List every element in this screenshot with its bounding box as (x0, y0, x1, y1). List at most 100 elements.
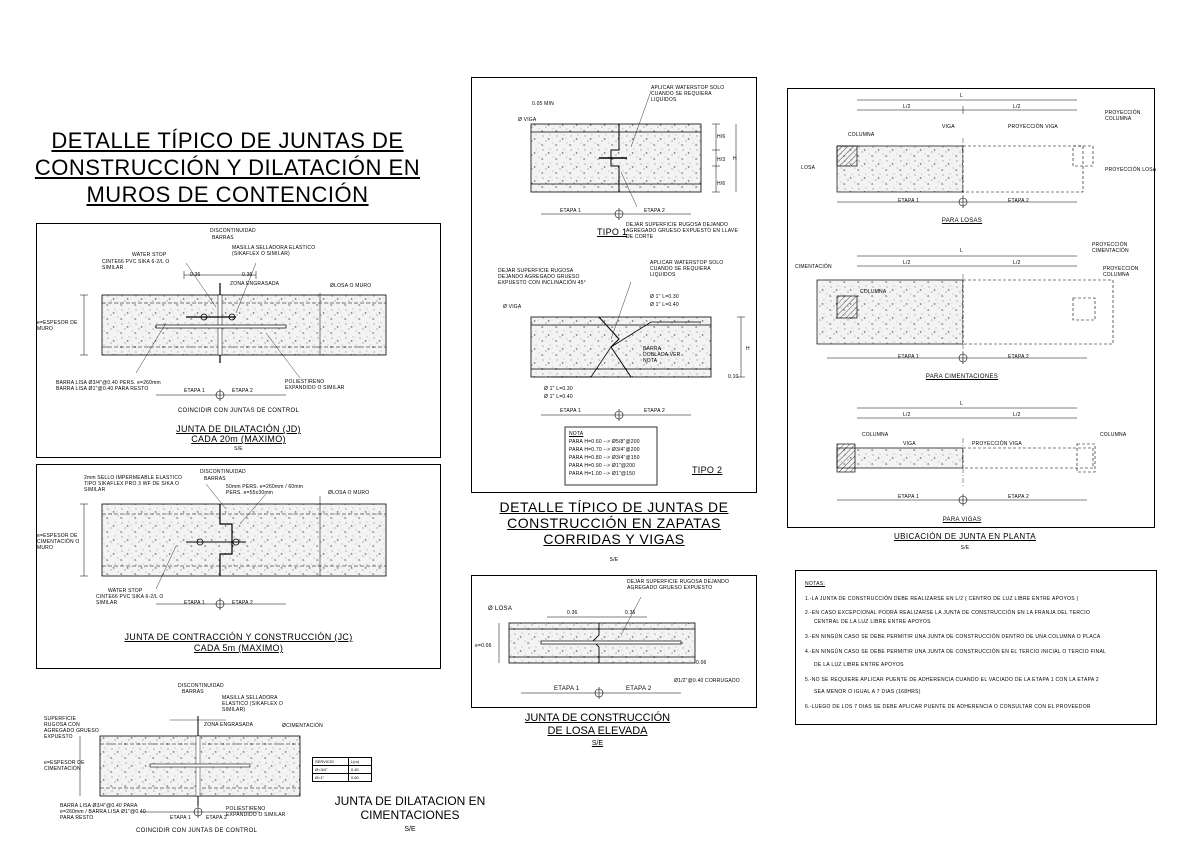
nota-title: NOTA (569, 431, 584, 437)
le-title2: DE LOSA ELEVADA (547, 725, 648, 737)
jc-discontinuidad: DISCONTINUIDAD (200, 469, 246, 475)
notas-line: DE LA LUZ LIBRE ENTRE APOYOS (814, 662, 904, 668)
t2-etapa2: ETAPA 2 (644, 408, 665, 414)
panel-junta-dilatacion (36, 223, 441, 458)
jd-barras-note2: BARRA LISA Ø1"@0.40 PARA RESTO (56, 386, 149, 392)
cim-poliestireno: POLIESTIRENO EXPANDIDO O SIMILAR (226, 806, 286, 818)
losas-losa: LOSA (801, 165, 816, 171)
le-barra: Ø1/2"@0.40 CORRUGADO (674, 678, 740, 684)
jc-losa: ØLOSA O MURO (328, 490, 370, 496)
t1-h6a: H/6 (717, 134, 726, 140)
le-dim2: 0.36 (625, 610, 636, 616)
losas-columna: COLUMNA (848, 132, 875, 138)
losas-caption: PARA LOSAS (941, 218, 983, 224)
cimentaciones-columna: COLUMNA (860, 289, 887, 295)
t2-d4: Ø 1" L=0.40 (544, 394, 573, 400)
panel-junta-contraccion (36, 464, 441, 669)
cim-table-cell: Ø=3/4" (313, 766, 349, 773)
t2-aplicar: APLICAR WATERSTOP SOLO CUANDO SE REQUIER… (650, 260, 724, 278)
cim-table-cell: Ø=1" (313, 774, 349, 781)
jd-etapa2: ETAPA 2 (232, 388, 253, 394)
t2-barra: BARRA DOBLADA VER NOTA (643, 346, 681, 364)
t1-aplicar: APLICAR WATERSTOP SOLO CUANDO SE REQUIER… (651, 85, 725, 103)
jc-dims: 50mm PERS. e=260mm / 60mm PERS. e=55x30m… (226, 484, 304, 496)
notas-line: 6.-LUEGO DE LOS 7 DIAS SE DEBE APLICAR P… (805, 704, 1091, 710)
cimentaciones-etapa2: ETAPA 2 (1008, 354, 1029, 360)
nota-line: PARA H=0.90 --> Ø1"@200 (569, 463, 636, 469)
notas-line: 2.-EN CASO EXCEPCIONAL PODRÁ REALIZARSE … (805, 610, 1091, 616)
cim-table-cell: 0.60 (351, 775, 359, 780)
jd-waterstop-detail: CINTE66 PVC SIKA 6-2/L O SIMILAR (102, 259, 170, 271)
losas-etapa1: ETAPA 1 (898, 198, 919, 204)
le-dejar: DEJAR SUPERFICIE RUGOSA DEJANDO AGREGADO… (627, 579, 730, 591)
cim-title2: CIMENTACIONES (360, 808, 460, 822)
cim-superficie: SUPERFICIE RUGOSA CON AGREGADO GRUESO EX… (44, 716, 99, 740)
vigas-viga: VIGA (903, 441, 916, 447)
t2-caption: TIPO 2 (692, 465, 723, 475)
planta-L2b-1: L/2 (1013, 104, 1021, 110)
jc-barras: BARRAS (204, 476, 226, 482)
zapatas-se: S/E (609, 557, 619, 563)
losas-proyeccion-viga: PROYECCIÓN VIGA (1008, 124, 1058, 130)
le-se: S/E (591, 740, 604, 747)
t1-caption: TIPO 1 (597, 227, 628, 237)
jd-losa: ØLOSA O MURO (330, 283, 372, 289)
cim-espesor: e=ESPESOR DE CIMENTACIÓN (44, 760, 85, 772)
le-d: 0.06 (696, 660, 707, 666)
planta-L2a-3: L/2 (903, 412, 911, 418)
planta-L-2: L (960, 248, 963, 254)
vigas-columna2: COLUMNA (1100, 432, 1127, 438)
cim-etapa2: ETAPA 2 (206, 815, 227, 821)
panel-losa-elevada (471, 575, 757, 708)
nota-line: PARA H=1.00 --> Ø1"@150 (569, 471, 636, 477)
jc-caption1: JUNTA DE CONTRACCIÓN Y CONSTRUCCIÓN (JC) (124, 632, 353, 642)
t1-h: H (733, 156, 737, 162)
jd-espesor: e=ESPESOR DE MURO (37, 320, 78, 332)
losa-elevada-drawing (498, 596, 696, 699)
jd-barras: BARRAS (212, 235, 234, 241)
jd-waterstop: WATER STOP (132, 252, 167, 258)
cim-table-header: SERVICIO L(m) (313, 758, 371, 766)
jc-caption2: CADA 5m (MAXIMO) (193, 643, 284, 653)
panel-zapatas (471, 77, 757, 493)
zapatas-title-line1: DETALLE TÍPICO DE JUNTAS DE (499, 499, 729, 515)
jd-caption1: JUNTA DE DILATACIÓN (JD) (176, 424, 301, 434)
t2-viga: Ø VIGA (503, 304, 522, 310)
cim-table: SERVICIO L(m) Ø=3/4" 0.40 Ø=1" 0.60 (312, 757, 372, 782)
notas-line: 5.-NO SE REQUIERE APLICAR PUENTE DE ADHE… (805, 677, 1099, 683)
jd-se: S/E (234, 446, 243, 452)
t2-d3: Ø 1" L=0.30 (544, 386, 573, 392)
notas-line: 1.-LA JUNTA DE CONSTRUCCIÓN DEBE REALIZA… (805, 596, 1079, 602)
planta-se: S/E (960, 545, 970, 551)
vigas-etapa2: ETAPA 2 (1008, 494, 1029, 500)
jd-dim-left: 0.36 (190, 272, 201, 278)
le-losa: Ø LOSA (488, 606, 513, 612)
jc-waterstop-detail: CINTE66 PVC SIKA 6-2/L O SIMILAR (96, 594, 164, 606)
cim-barras: BARRAS (182, 689, 204, 695)
cim-masilla: MASILLA SELLADORA ELASTICO (SIKAFLEX O S… (222, 695, 283, 713)
jd-caption2: CADA 20m (MAXIMO) (191, 434, 286, 444)
cim-table-row: Ø=3/4" 0.40 (313, 766, 371, 774)
jd-barras-note1: BARRA LISA Ø3/4"@0.40 PERS. e=260mm (56, 380, 161, 386)
jd-etapa1: ETAPA 1 (184, 388, 205, 394)
notas-line: SEA MENOR O IGUAL A 7 DIAS (168HRS) (814, 689, 921, 695)
planta-L2a-2: L/2 (903, 260, 911, 266)
jc-sello: 2mm SELLO IMPERMEABLE ELASTICO TIPO SIKA… (84, 475, 183, 493)
panel-notas (795, 570, 1157, 725)
cim-table-cell: 0.40 (351, 767, 359, 772)
jd-poliestireno: POLIESTIRENO EXPANDIDO O SIMILAR (285, 379, 345, 391)
t2-d2: Ø 1" L=0.40 (650, 302, 679, 308)
cim-zona: ZONA ENGRASADA (204, 722, 254, 728)
cim-coincidir: COINCIDIR CON JUNTAS DE CONTROL (136, 828, 258, 834)
main-title-line3: MUROS DE CONTENCIÓN (86, 182, 369, 207)
zapatas-title-line3: CORRIDAS Y VIGAS (543, 531, 685, 547)
nota-line: PARA H=0.70 --> Ø3/4"@200 (569, 447, 640, 453)
notas-line: 3.-EN NINGÚN CASO SE DEBE PERMITIR UNA J… (805, 634, 1101, 640)
jc-espesor: e=ESPESOR DE CIMENTACIÓN O MURO (37, 533, 80, 551)
le-etapa1: ETAPA 1 (554, 686, 580, 692)
planta-L2b-2: L/2 (1013, 260, 1021, 266)
notas-title: NOTAS: (805, 581, 826, 587)
le-dim1: 0.36 (567, 610, 578, 616)
cim-table-header-cell: L(m) (351, 759, 360, 764)
notas-line: 4.-EN NINGÚN CASO SE DEBE PERMITIR UNA J… (805, 649, 1107, 655)
